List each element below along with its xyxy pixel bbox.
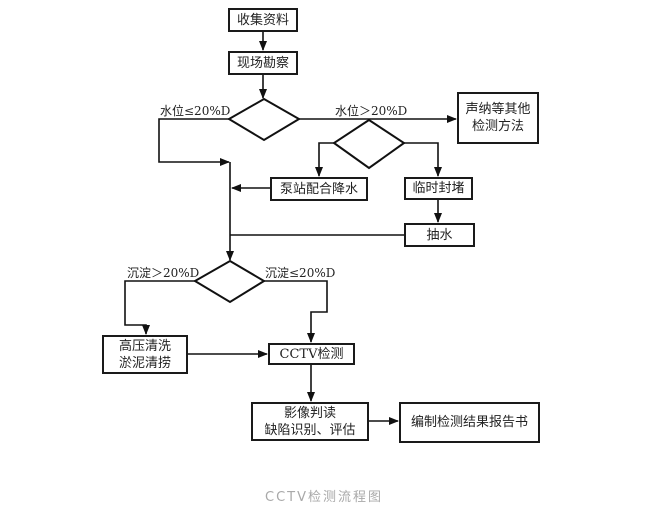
node-text: CCTV检测 [279,346,344,362]
node-sonar-methods: 声纳等其他 检测方法 [457,92,539,144]
arrow-to-pump [315,142,334,177]
node-pump-dewater: 泵站配合降水 [270,177,368,201]
node-text: 现场勘察 [236,55,289,71]
node-text-line1: 影像判读 [283,405,336,421]
node-text-line2: 缺陷识别、评估 [264,422,356,438]
node-temp-plug: 临时封堵 [404,177,473,200]
arrow-water-low [158,118,230,166]
node-collect-data: 收集资料 [228,8,298,32]
node-site-survey: 现场勘察 [228,51,298,75]
label-water-high: 水位＞20%D [335,104,408,118]
arrow-sediment-high [124,280,195,335]
node-flush-dredge: 高压清洗 淤泥清捞 [102,335,188,374]
node-drain: 抽水 [404,223,475,247]
node-text-line1: 声纳等其他 [465,102,531,117]
node-image-review: 影像判读 缺陷识别、评估 [251,402,369,441]
arrow-sediment-low [264,280,328,343]
water-level-decision-diamond [227,97,301,142]
node-text: 临时封堵 [412,181,465,196]
node-text: 抽水 [426,227,453,243]
sediment-decision-diamond [193,259,266,304]
method-decision-diamond [332,118,406,170]
node-text: 泵站配合降水 [279,181,358,197]
label-sediment-low: 沉淀≤20%D [265,266,336,280]
node-report: 编制检测结果报告书 [399,402,540,443]
arrow-to-plug [404,142,442,177]
node-text-line2: 淤泥清捞 [118,355,171,371]
node-cctv-inspection: CCTV检测 [268,343,355,365]
label-water-low: 水位≤20%D [160,104,231,118]
label-sediment-high: 沉淀＞20%D [127,266,200,280]
node-text-line1: 高压清洗 [118,338,171,354]
node-text: 收集资料 [236,12,289,28]
node-text-line2: 检测方法 [471,119,524,134]
figure-caption: CCTV检测流程图 [265,490,383,505]
node-text: 编制检测结果报告书 [410,415,528,430]
